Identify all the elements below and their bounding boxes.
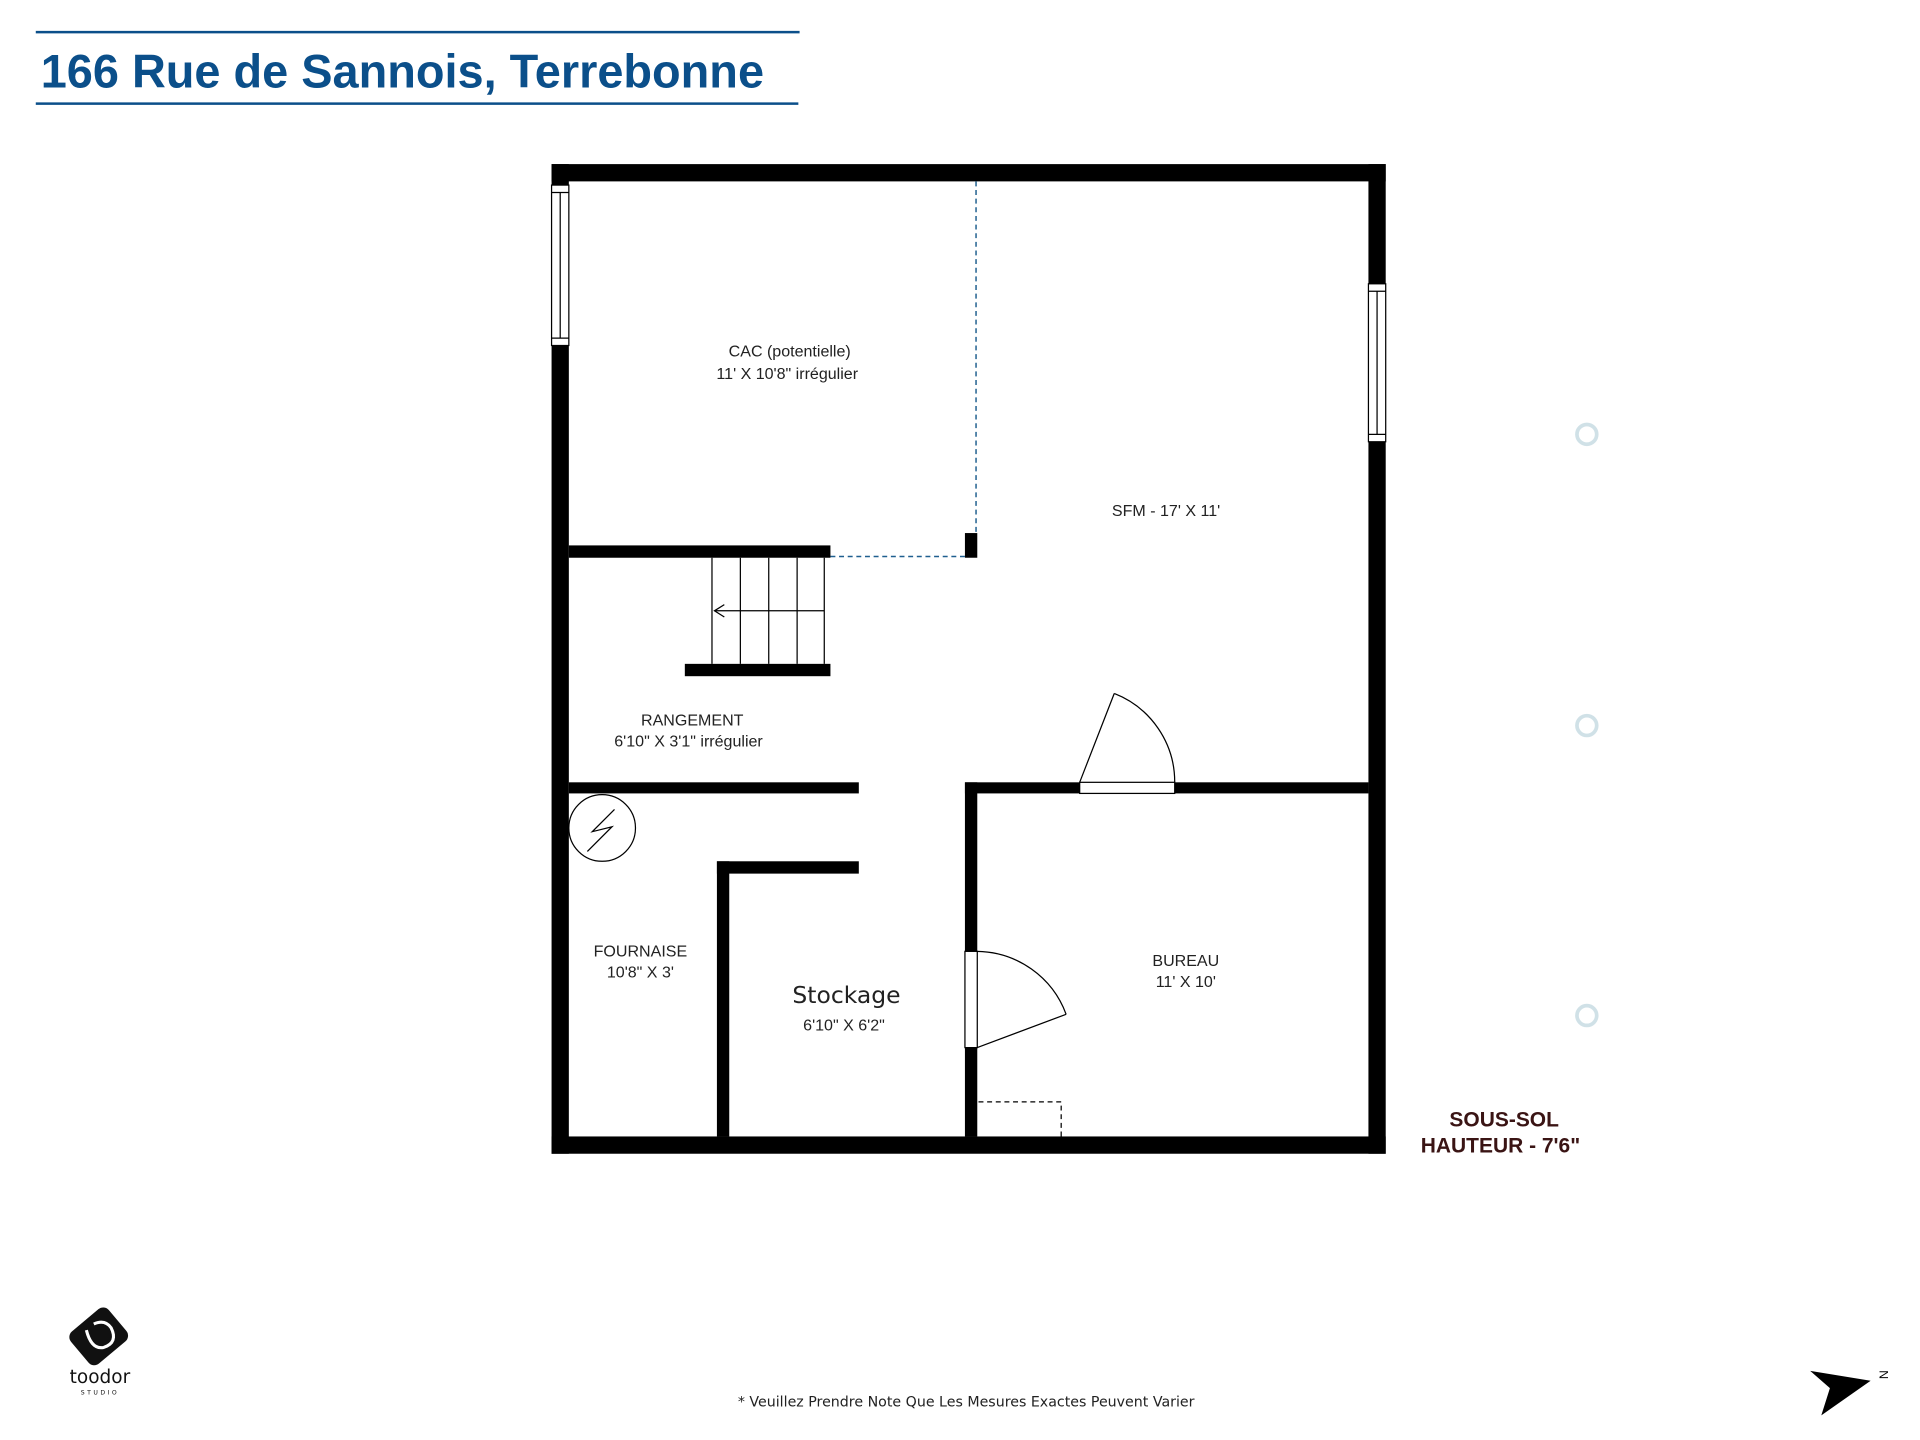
wall-stub [964, 533, 978, 558]
toodor-logo: toodor STUDIO [69, 1307, 131, 1396]
room-dims-stockage: 6'10" X 6'2" [803, 1016, 885, 1034]
outer-walls [551, 164, 1386, 1154]
room-name-fournaise: FOURNAISE [594, 942, 688, 960]
north-arrow-icon: N [1810, 1370, 1891, 1416]
stairs-arrow-icon [713, 604, 725, 618]
interior-walls [568, 545, 1369, 1137]
room-name-bureau: BUREAU [1152, 952, 1219, 970]
footer-note: * Veuillez Prendre Note Que Les Mesures … [738, 1395, 1195, 1411]
room-dims-fournaise: 10'8" X 3' [607, 963, 674, 981]
watermark-icons [1575, 422, 1599, 1028]
room-dims-cac: 11' X 10'8" irrégulier [716, 365, 858, 383]
closet-dashed [978, 1101, 1062, 1137]
level-height: HAUTEUR - 7'6" [1421, 1134, 1580, 1157]
logo-sub: STUDIO [81, 1389, 119, 1396]
door-bureau [964, 950, 1067, 1049]
level-name: SOUS-SOL [1449, 1109, 1559, 1132]
room-name-stockage: Stockage [792, 981, 900, 1009]
room-name-rangement: RANGEMENT [641, 712, 744, 730]
window-right [1367, 283, 1387, 443]
page-title: 166 Rue de Sannois, Terrebonne [41, 46, 764, 98]
logo-brand: toodor [70, 1367, 131, 1388]
furnace-icon [568, 794, 637, 862]
room-dims-bureau: 11' X 10' [1156, 973, 1216, 991]
room-dims-rangement: 6'10" X 3'1" irrégulier [614, 733, 763, 751]
door-sfm-bureau [1079, 692, 1176, 795]
window-left [550, 184, 570, 347]
room-name-sfm: SFM - 17' X 11' [1112, 502, 1220, 520]
stairs [711, 557, 825, 664]
compass-letter: N [1877, 1370, 1891, 1379]
room-name-cac: CAC (potentielle) [729, 343, 851, 361]
cac-boundary-dashed [830, 181, 977, 558]
